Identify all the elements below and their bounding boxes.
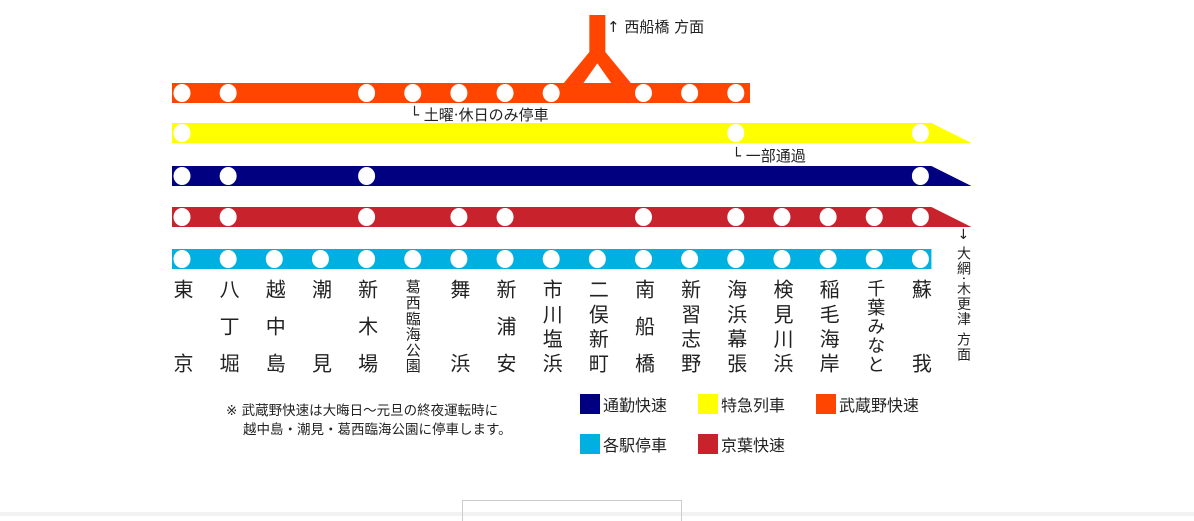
legend-label: 特急列車 bbox=[721, 396, 786, 415]
weekend-only-stop-note: └ 土曜·休日のみ停車 bbox=[410, 106, 549, 124]
stop-marker bbox=[219, 250, 237, 268]
station-name: 新木場 bbox=[354, 279, 379, 390]
station-name: 八丁堀 bbox=[216, 279, 241, 390]
nishifunabashi-direction-label: ↑ 西船橋 方面 bbox=[607, 18, 705, 36]
stop-marker bbox=[219, 84, 237, 102]
station-name: 越中島 bbox=[262, 279, 287, 390]
stop-marker bbox=[173, 167, 191, 185]
stop-marker bbox=[358, 84, 376, 102]
stop-marker bbox=[911, 250, 929, 268]
station-name: 二俣新町 bbox=[585, 279, 610, 378]
stop-marker bbox=[450, 84, 468, 102]
station-name: 稲毛海岸 bbox=[816, 279, 841, 378]
stop-marker bbox=[635, 208, 652, 226]
stop-marker bbox=[727, 250, 745, 268]
stop-marker bbox=[865, 208, 883, 226]
stop-marker bbox=[173, 250, 191, 268]
stop-marker bbox=[635, 250, 652, 268]
stop-marker bbox=[450, 250, 468, 268]
stop-marker bbox=[727, 84, 745, 102]
stop-marker bbox=[496, 250, 514, 268]
station-name: 新浦安 bbox=[493, 279, 518, 390]
legend-local: 各駅停車 bbox=[580, 432, 667, 456]
stop-marker bbox=[911, 124, 929, 142]
station-name: 東京 bbox=[170, 279, 194, 427]
stop-marker bbox=[404, 250, 422, 268]
bottom-frame bbox=[462, 500, 682, 521]
limited-express-line bbox=[172, 123, 972, 143]
stop-marker bbox=[635, 84, 652, 102]
oami-kisarazu-direction-label: → 大網·木更津 方面 bbox=[955, 228, 971, 363]
page-bottom-edge bbox=[0, 512, 1194, 516]
stop-marker bbox=[588, 250, 606, 268]
legend-swatch bbox=[580, 394, 600, 414]
legend-musashino-rapid: 武蔵野快速 bbox=[816, 392, 919, 416]
stop-marker bbox=[727, 208, 745, 226]
legend-label: 各駅停車 bbox=[603, 436, 668, 455]
stop-marker bbox=[173, 208, 191, 226]
stop-marker bbox=[219, 167, 237, 185]
footnote-line-2: 越中島・潮見・葛西臨海公園に停車します。 bbox=[243, 422, 512, 438]
stop-marker bbox=[681, 84, 699, 102]
stop-marker bbox=[773, 250, 791, 268]
legend-swatch bbox=[580, 434, 600, 454]
stop-marker bbox=[819, 250, 837, 268]
stop-marker bbox=[542, 84, 560, 102]
stop-marker bbox=[358, 250, 376, 268]
legend-label: 京葉快速 bbox=[721, 436, 786, 455]
stop-marker bbox=[681, 250, 699, 268]
branch-left bbox=[547, 52, 606, 103]
station-name: 検見川浜 bbox=[769, 279, 794, 378]
stop-marker bbox=[865, 250, 883, 268]
legend-commuter-rapid: 通勤快速 bbox=[580, 392, 667, 416]
keiyo-rapid-line bbox=[172, 207, 972, 227]
legend-label: 通勤快速 bbox=[603, 396, 668, 415]
stop-marker bbox=[496, 84, 514, 102]
legend-limited-express: 特急列車 bbox=[698, 392, 785, 416]
footnote-line-1: ※ 武蔵野快速は大晦日～元旦の終夜運転時に bbox=[226, 403, 499, 419]
station-name: 新習志野 bbox=[677, 279, 702, 378]
stop-marker bbox=[173, 124, 191, 142]
stop-marker bbox=[911, 167, 929, 185]
stop-marker bbox=[727, 124, 745, 142]
stop-marker bbox=[542, 250, 560, 268]
legend-label: 武蔵野快速 bbox=[839, 396, 920, 415]
stop-marker bbox=[773, 208, 791, 226]
stop-marker bbox=[358, 167, 376, 185]
stop-marker bbox=[219, 208, 237, 226]
stop-marker bbox=[911, 208, 929, 226]
station-name: 市川塩浜 bbox=[539, 279, 564, 378]
stop-marker bbox=[358, 208, 376, 226]
legend-keiyo-rapid: 京葉快速 bbox=[698, 432, 785, 456]
branch-stem bbox=[589, 15, 606, 60]
branch-right bbox=[589, 52, 648, 103]
station-name: 海浜幕張 bbox=[723, 279, 748, 378]
stop-marker bbox=[404, 84, 422, 102]
station-name: 葛西臨海公園 bbox=[403, 279, 422, 374]
stop-marker bbox=[450, 208, 468, 226]
legend-swatch bbox=[816, 394, 836, 414]
commuter-rapid-line bbox=[172, 166, 972, 186]
stop-marker bbox=[173, 84, 191, 102]
station-name: 千葉みなと bbox=[864, 279, 886, 374]
stop-marker bbox=[496, 208, 514, 226]
station-name: 蘇我 bbox=[908, 279, 933, 427]
station-name: 潮見 bbox=[308, 279, 333, 427]
partial-pass-note: └ 一部通過 bbox=[732, 147, 806, 165]
footnote: ※ 武蔵野快速は大晦日～元旦の終夜運転時に 越中島・潮見・葛西臨海公園に停車しま… bbox=[226, 402, 512, 440]
legend-swatch bbox=[698, 394, 718, 414]
route-diagram bbox=[172, 15, 972, 269]
station-name: 舞浜 bbox=[446, 279, 471, 427]
station-name: 南船橋 bbox=[631, 279, 656, 390]
legend-swatch bbox=[698, 434, 718, 454]
stop-marker bbox=[311, 250, 329, 268]
stop-marker bbox=[819, 208, 837, 226]
stop-marker bbox=[265, 250, 283, 268]
